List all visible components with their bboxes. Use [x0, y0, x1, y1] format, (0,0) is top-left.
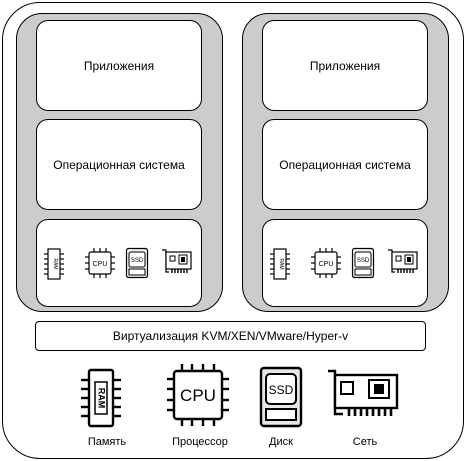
vm-applications-box: Приложения	[262, 20, 428, 111]
vm-virtual-hardware-box: RAM CPU SSD	[36, 219, 202, 307]
svg-text:CPU: CPU	[319, 261, 334, 268]
svg-text:RAM: RAM	[278, 258, 284, 269]
svg-text:CPU: CPU	[180, 386, 216, 405]
ram-icon: RAM	[44, 248, 64, 280]
svg-text:CPU: CPU	[93, 261, 108, 268]
cpu-icon: CPU	[311, 248, 341, 278]
vm-virtual-hardware-box: RAM CPU SSD	[262, 219, 428, 307]
network-card-icon	[388, 249, 418, 273]
virtual-machine-2: Приложения Операционная система RAM	[242, 13, 449, 312]
vm-os-label: Операционная система	[279, 157, 411, 172]
svg-text:RAM: RAM	[52, 258, 58, 269]
cpu-icon: CPU	[85, 248, 115, 278]
hypervisor-label: Виртуализация KVM/XEN/VMware/Hyper-v	[112, 329, 349, 343]
ram-icon: RAM	[270, 248, 290, 280]
svg-text:RAM: RAM	[97, 388, 107, 409]
vm-os-box: Операционная система	[36, 119, 202, 210]
svg-text:SSD: SSD	[269, 383, 294, 397]
ram-icon: RAM	[81, 368, 121, 428]
vm-os-label: Операционная система	[53, 157, 185, 172]
cpu-icon: CPU	[167, 364, 229, 426]
disk-label: Диск	[269, 436, 293, 448]
ssd-icon: SSD	[259, 366, 303, 428]
memory-label: Память	[87, 436, 127, 448]
vm-applications-box: Приложения	[36, 20, 202, 111]
svg-text:SSD: SSD	[131, 258, 144, 264]
cpu-label: Процессор	[172, 436, 228, 448]
virtual-machine-1: Приложения Операционная система RAM	[16, 13, 223, 312]
ssd-icon: SSD	[125, 247, 149, 279]
ssd-icon: SSD	[351, 247, 375, 279]
hypervisor-layer: Виртуализация KVM/XEN/VMware/Hyper-v	[35, 321, 426, 351]
vm-applications-label: Приложения	[83, 58, 155, 73]
vm-applications-label: Приложения	[309, 58, 381, 73]
network-label: Сеть	[352, 436, 378, 448]
network-card-icon	[162, 249, 192, 273]
vm-os-box: Операционная система	[262, 119, 428, 210]
network-card-icon	[328, 369, 399, 416]
svg-text:SSD: SSD	[357, 258, 370, 264]
